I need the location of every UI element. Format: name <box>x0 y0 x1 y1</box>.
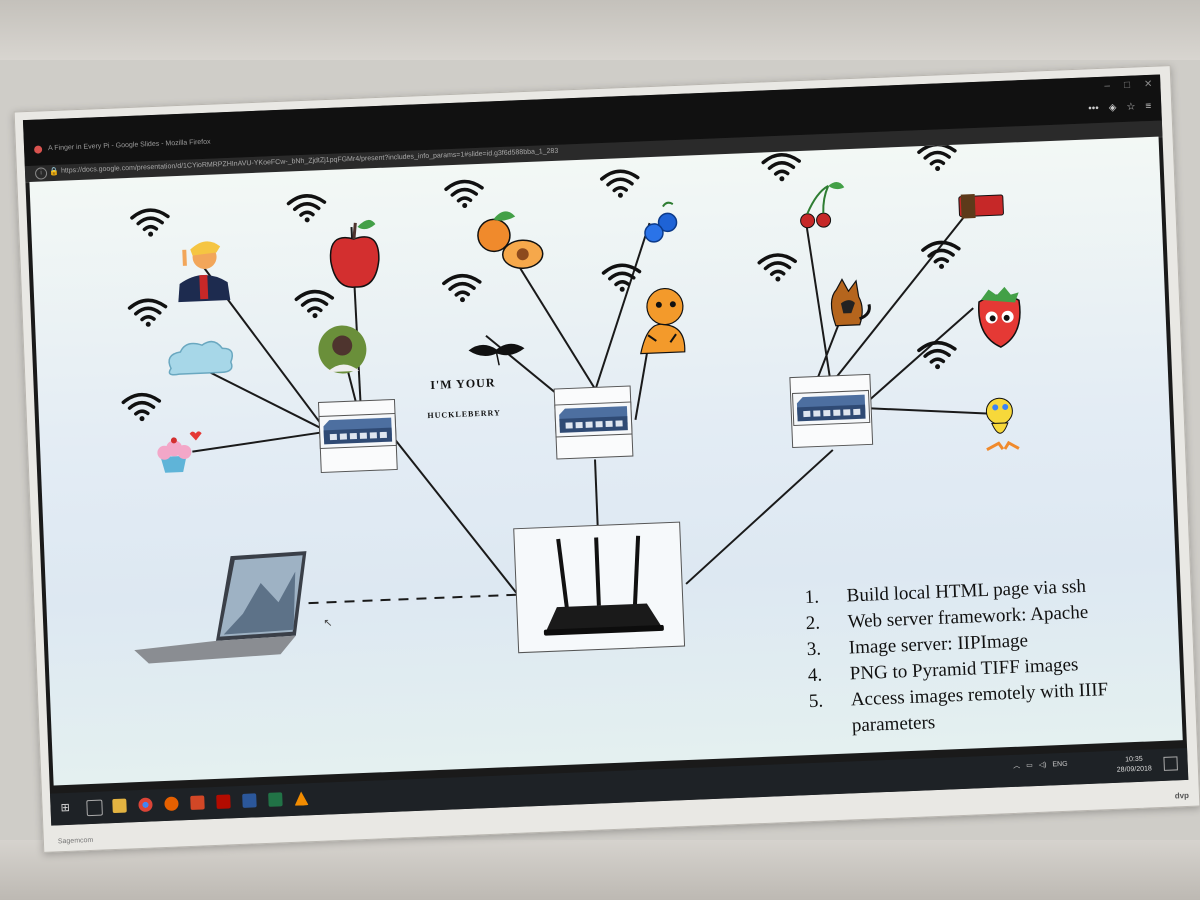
peach-icon <box>477 211 544 269</box>
trump-cartoon-icon <box>178 241 231 303</box>
pocket-icon[interactable]: ◈ <box>1108 102 1117 114</box>
more-icon[interactable]: ••• <box>1088 102 1100 115</box>
firefox-icon <box>33 145 43 154</box>
mouse-cursor: ↖ <box>323 617 333 630</box>
display-bezel: Sagemcom dvp A Finger in Every Pi - Goog… <box>13 65 1200 853</box>
apple-icon <box>329 219 380 288</box>
switch-icon <box>317 398 398 473</box>
task-view-icon[interactable] <box>86 799 103 817</box>
bezel-brand-label: Sagemcom <box>57 836 94 846</box>
hamburger-menu-icon[interactable]: ≡ <box>1145 100 1152 113</box>
windows-start-icon[interactable]: ⊞ <box>60 801 71 815</box>
system-clock[interactable]: 10:35 28/09/2018 <box>1116 754 1152 775</box>
network-diagram <box>121 142 1021 664</box>
switch-icon <box>789 373 874 449</box>
wifi-icon <box>129 207 171 240</box>
wifi-icon <box>127 297 169 330</box>
person-avatar-icon <box>318 325 367 374</box>
lock-icon: 🔒 <box>48 166 60 177</box>
dog-icon <box>830 278 871 327</box>
minimize-button[interactable]: – <box>1104 80 1111 92</box>
chrome-icon[interactable] <box>138 797 153 813</box>
strawberry-icon <box>978 286 1021 348</box>
wifi-icon <box>916 340 958 372</box>
mustache-icon <box>468 343 525 357</box>
info-icon[interactable]: i <box>34 167 48 180</box>
router-icon <box>513 521 686 654</box>
switch-icon <box>553 385 634 460</box>
wifi-icon <box>444 179 485 211</box>
chocolate-bar-icon <box>958 194 1004 219</box>
maximize-button[interactable]: □ <box>1123 79 1131 91</box>
laptop-icon <box>134 551 307 664</box>
notification-center-icon[interactable] <box>1163 756 1178 771</box>
bezel-logo-label: dvp <box>1174 790 1190 801</box>
window-controls: – □ ✕ <box>1104 79 1153 95</box>
wifi-icon <box>761 152 802 184</box>
wifi-icon <box>599 168 641 201</box>
tiger-icon <box>640 287 686 355</box>
wifi-icon <box>286 193 327 225</box>
close-button[interactable]: ✕ <box>1143 78 1153 91</box>
powerpoint-icon[interactable] <box>190 795 205 810</box>
room-wall-bottom <box>0 840 1200 900</box>
wifi-icon <box>601 262 643 295</box>
excel-icon[interactable] <box>268 792 283 807</box>
tweety-icon <box>985 397 1020 452</box>
wifi-icon <box>121 392 162 424</box>
huckleberry-label: I'M YOUR HUCKLEBERRY <box>408 375 520 421</box>
vlc-icon[interactable] <box>294 791 309 806</box>
steps-list: 1.Build local HTML page via ssh 2.Web se… <box>804 570 1182 741</box>
wifi-icon <box>294 289 335 321</box>
huckleberry-line1: I'M YOUR <box>429 375 496 393</box>
window-title: A Finger in Every Pi - Google Slides - M… <box>47 138 211 153</box>
toolbar-icons: ••• ◈ ☆ ≡ <box>1088 101 1151 115</box>
cloud-icon <box>168 340 234 376</box>
wifi-icon <box>441 273 483 305</box>
cherry-icon <box>800 182 845 229</box>
clock-date: 28/09/2018 <box>1116 765 1153 774</box>
chevron-up-icon[interactable]: ︿ <box>1013 762 1021 770</box>
screen: A Finger in Every Pi - Google Slides - M… <box>22 74 1189 826</box>
cupcake-icon <box>157 431 202 473</box>
volume-icon[interactable]: ◁) <box>1038 761 1047 769</box>
wifi-icon <box>757 252 798 284</box>
presentation-slide: I'M YOUR HUCKLEBERRY ↖ 1.Build local HTM… <box>29 136 1183 786</box>
file-explorer-icon[interactable] <box>112 798 127 814</box>
acrobat-icon[interactable] <box>216 794 231 809</box>
network-icon[interactable]: ▭ <box>1025 762 1033 770</box>
system-tray: ︿ ▭ ◁) ENG <box>1013 759 1068 771</box>
room-wall-top <box>0 0 1200 60</box>
blueberry-icon <box>644 201 678 243</box>
word-icon[interactable] <box>242 793 257 808</box>
bookmark-star-icon[interactable]: ☆ <box>1126 101 1136 113</box>
wifi-icon <box>916 142 958 174</box>
firefox-taskbar-icon[interactable] <box>164 796 179 812</box>
language-indicator[interactable]: ENG <box>1052 760 1068 768</box>
